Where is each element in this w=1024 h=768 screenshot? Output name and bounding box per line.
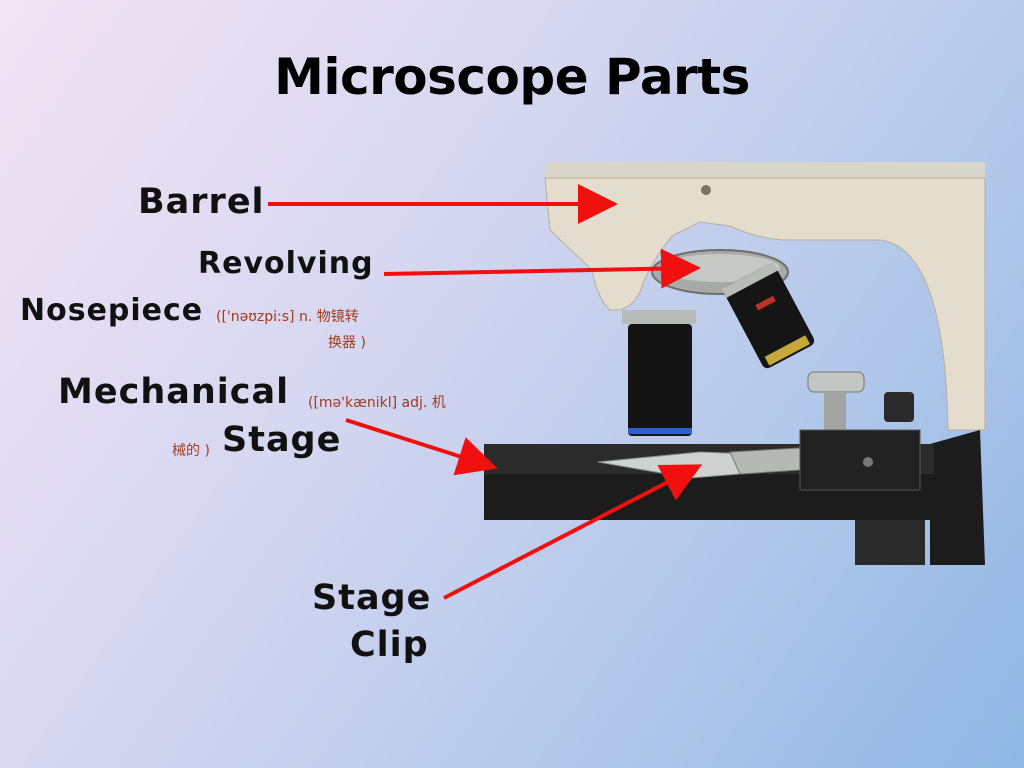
microscope-top-bar	[545, 162, 985, 182]
label-mechanical: Mechanical	[58, 372, 290, 412]
objective-collar	[622, 310, 696, 324]
objective-blue-band	[628, 428, 692, 434]
objective-lens-tilted	[721, 261, 815, 369]
nosepiece-phonetic-1: (['nəʊzpi:s] n. 物镜转	[216, 309, 359, 325]
label-nosepiece: Nosepiece	[20, 293, 204, 328]
side-knob	[884, 392, 914, 422]
arm-screw	[701, 185, 711, 195]
mechanical-phonetic-2: 械的 )	[172, 443, 210, 459]
label-stage-clip-1: Stage	[312, 578, 432, 618]
label-revolving: Revolving	[198, 246, 374, 281]
stage-holder	[799, 429, 921, 491]
label-stage-clip-2: Clip	[350, 625, 429, 665]
label-barrel: Barrel	[138, 182, 265, 222]
adjustment-knob	[807, 371, 865, 393]
mechanical-phonetic-1: ([mə'kænikl] adj. 机	[308, 395, 446, 411]
holder-screw	[863, 457, 873, 467]
slide-title: Microscope Parts	[274, 48, 750, 106]
objective-lens	[628, 324, 692, 436]
label-stage: Stage	[222, 420, 342, 460]
stage-support	[855, 520, 925, 565]
knob-shaft	[824, 392, 846, 432]
nosepiece-phonetic-2: 换器 )	[328, 335, 366, 351]
stage-clip-part	[729, 447, 801, 475]
microscope-arm	[544, 177, 986, 431]
